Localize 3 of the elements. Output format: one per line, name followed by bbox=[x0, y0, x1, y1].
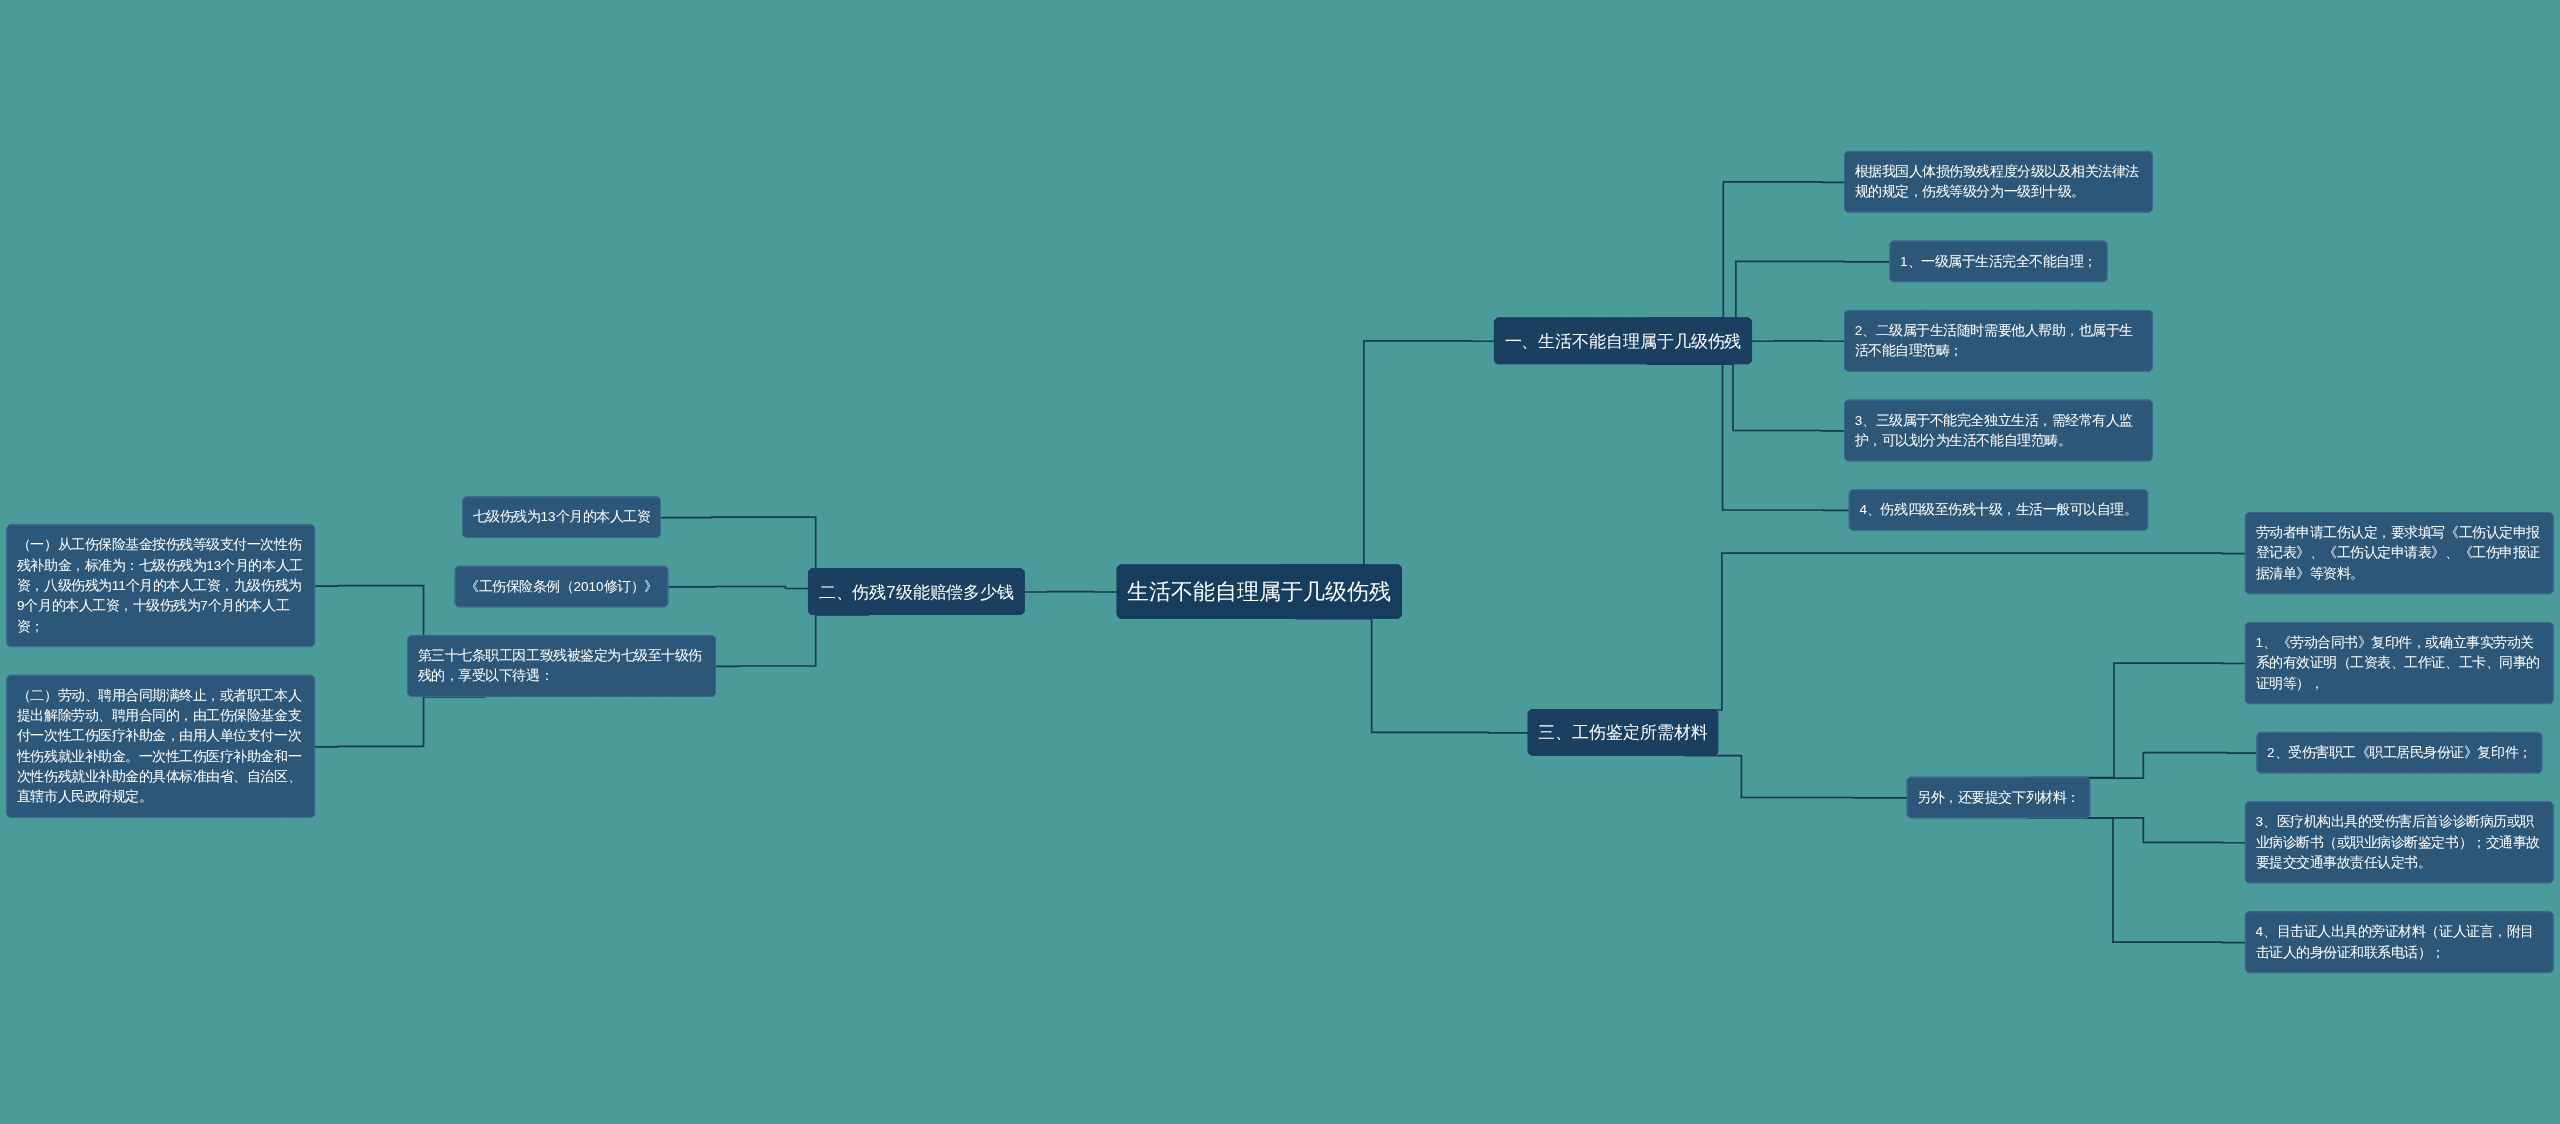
connector bbox=[1751, 340, 1846, 343]
connector bbox=[1023, 590, 1119, 593]
connector bbox=[667, 585, 810, 590]
